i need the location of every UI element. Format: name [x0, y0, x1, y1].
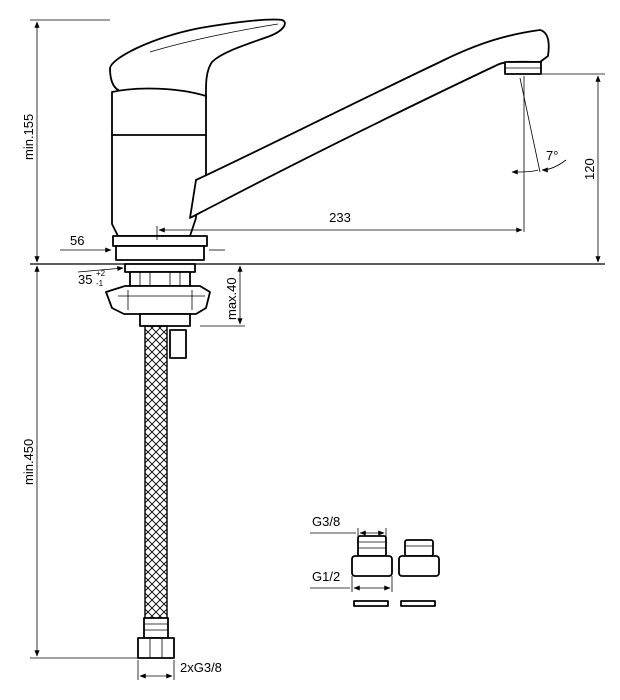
max-thickness-label: max.40: [224, 277, 239, 320]
min-height-label: min.155: [21, 114, 36, 160]
spout-angle-label: 7°: [546, 148, 558, 163]
dimension-min-height: min.155: [21, 19, 110, 263]
adapter-large-label: G1/2: [312, 569, 340, 584]
dimension-spout-height: 120: [541, 73, 605, 263]
mounting-assembly: [105, 263, 211, 659]
dimension-spout-reach: 233: [156, 76, 525, 240]
base-diameter-label: 56: [70, 233, 84, 248]
adapter-small-label: G3/8: [312, 514, 340, 529]
dimension-hose-thread: 2xG3/8: [137, 660, 222, 680]
dimension-max-thickness: max.40: [200, 265, 245, 327]
faucet-body: [109, 18, 550, 261]
spout-height-label: 120: [582, 158, 597, 180]
dimension-hole-diameter: 35 +2 -1: [77, 265, 124, 288]
dimension-adapter-small: G3/8: [310, 514, 387, 538]
dimension-adapter-large: G1/2: [310, 569, 393, 592]
hole-tol-plus-label: +2: [96, 269, 106, 278]
adapter-fittings: [351, 535, 440, 607]
dimension-base-diameter: 56: [60, 233, 225, 253]
dimension-min-hose-length: min.450: [21, 265, 140, 659]
spout-reach-label: 233: [329, 210, 351, 225]
hole-diameter-label: 35: [78, 272, 92, 287]
hose-thread-label: 2xG3/8: [180, 660, 222, 675]
dimension-spout-angle: 7°: [511, 77, 567, 175]
min-hose-length-label: min.450: [21, 439, 36, 485]
hole-tol-minus-label: -1: [96, 279, 104, 288]
